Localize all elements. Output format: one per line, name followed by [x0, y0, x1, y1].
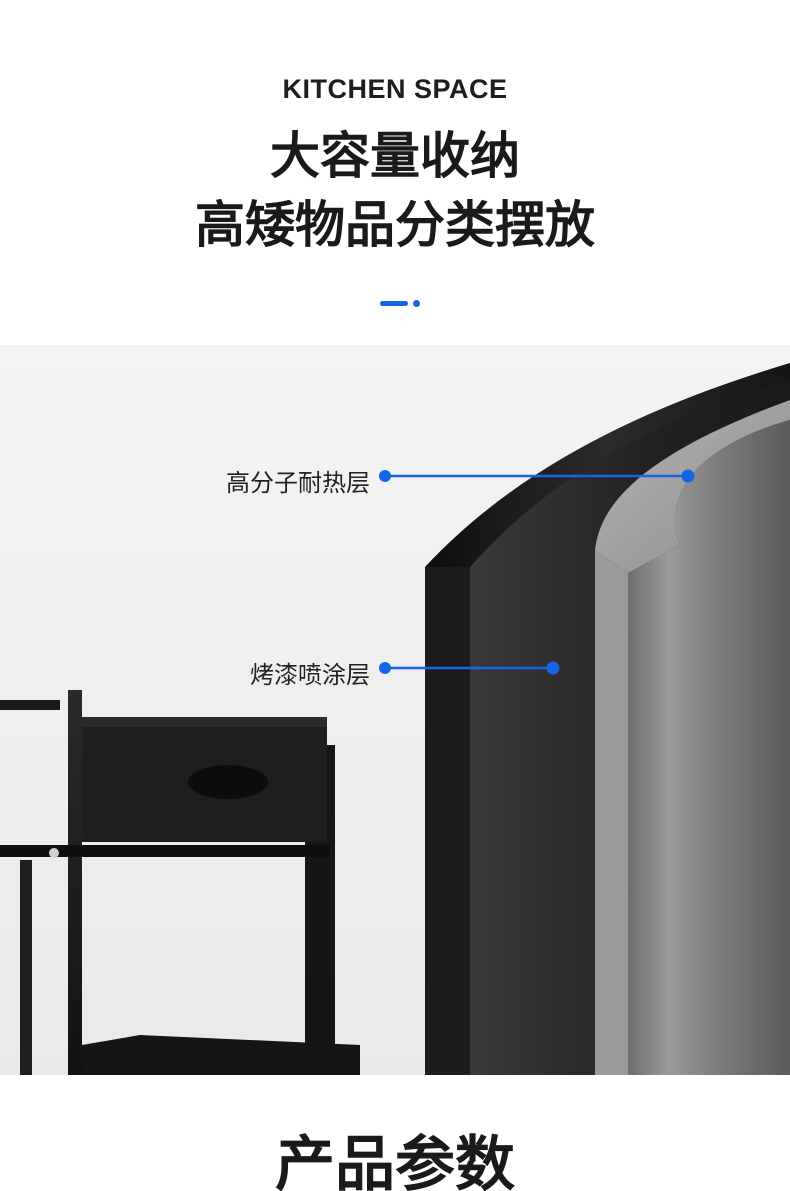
accent-dot — [413, 300, 420, 307]
rack-basket — [82, 1035, 360, 1075]
rack-screw — [49, 848, 59, 858]
accent-divider — [380, 300, 422, 308]
callout-dot-start — [379, 470, 391, 482]
steel-edge — [595, 550, 628, 1075]
rack-shelf-rail — [0, 845, 330, 857]
headline-line-2: 高矮物品分类摆放 — [195, 196, 595, 254]
rack-top-rail — [0, 700, 60, 710]
product-material-image: 高分子耐热层 烤漆喷涂层 — [0, 345, 790, 1075]
steel-core-layer — [628, 420, 790, 1075]
section-eyebrow: KITCHEN SPACE — [282, 74, 508, 104]
callout-dot-end — [681, 469, 695, 483]
rack-front-post — [68, 690, 82, 1075]
coating-edge — [425, 567, 470, 1075]
headline-line-1: 大容量收纳 — [270, 127, 520, 185]
rack-inner-post — [20, 860, 32, 1075]
callout-label-paint-layer: 烤漆喷涂层 — [250, 661, 370, 689]
header-section: KITCHEN SPACE 大容量收纳 高矮物品分类摆放 — [0, 0, 790, 345]
section-title-params: 产品参数 — [275, 1130, 515, 1191]
callout-dot-end — [546, 661, 560, 675]
next-section: 产品参数 — [0, 1075, 790, 1191]
accent-bar — [380, 301, 408, 306]
steel-rim — [595, 400, 790, 573]
drawer-handle — [188, 765, 268, 799]
callout-label-heat-layer: 高分子耐热层 — [226, 469, 370, 497]
callout-dot-start — [379, 662, 391, 674]
rack-illustration — [0, 690, 360, 1075]
product-illustration — [0, 363, 790, 1075]
